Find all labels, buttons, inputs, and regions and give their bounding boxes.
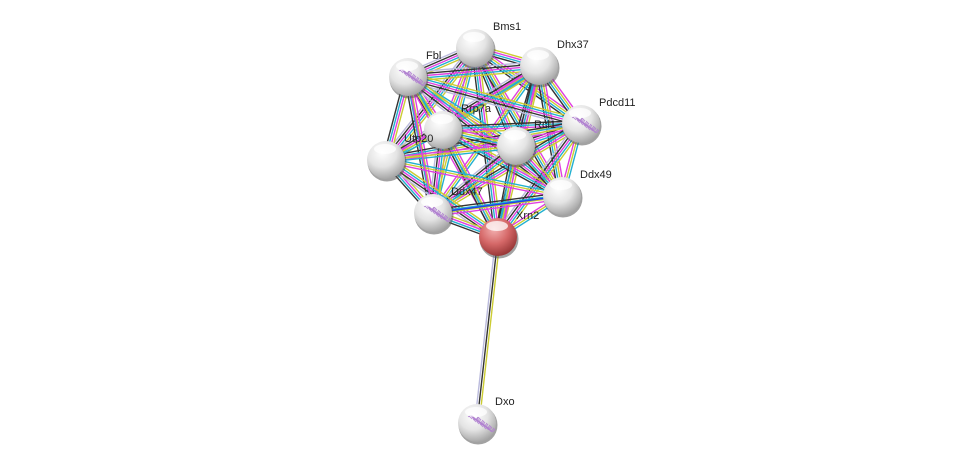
evidence-line-database	[499, 124, 584, 239]
evidence-line-experiments	[385, 161, 562, 199]
evidence-line-coexpression	[432, 192, 562, 211]
node-highlight	[486, 221, 508, 231]
evidence-line-coexpression	[442, 120, 581, 128]
evidence-line-textmining	[385, 145, 517, 161]
node-ddx49[interactable]: Ddx49	[543, 169, 612, 218]
node-highlight	[569, 108, 591, 118]
node-highlight	[431, 114, 453, 124]
evidence-line-homology	[383, 61, 538, 157]
node-ddx47[interactable]: Ddx47	[414, 186, 483, 235]
protein-structure-icon	[571, 116, 600, 134]
evidence-line-experiments	[386, 126, 582, 164]
evidence-line-textmining	[385, 159, 563, 197]
node-bms1[interactable]: Bms1	[456, 21, 521, 70]
node-highlight	[374, 144, 396, 154]
protein-structure-icon	[467, 415, 496, 433]
edge-ddx49-ddx47[interactable]	[432, 192, 563, 217]
node-highlight	[463, 32, 485, 42]
evidence-line-database	[386, 157, 500, 236]
evidence-line-textmining	[434, 126, 584, 217]
edge-ddx47-ddx49[interactable]	[432, 195, 563, 214]
edge-pdcd11-utp20[interactable]	[385, 120, 582, 164]
node-label: Xrn2	[516, 210, 539, 222]
evidence-line-homology	[382, 44, 473, 158]
node-highlight	[465, 407, 487, 417]
evidence-line-database	[442, 122, 581, 130]
edge-fbl-pdcd11[interactable]	[406, 72, 583, 129]
evidence-line-database	[386, 147, 517, 163]
node-label: Pdcd11	[599, 97, 636, 109]
node-highlight	[527, 50, 549, 60]
evidence-line-textmining	[478, 237, 501, 424]
node-dhx37[interactable]: Dhx37	[520, 39, 589, 88]
evidence-line-database	[442, 130, 562, 198]
node-rcl1[interactable]: Rcl1	[497, 119, 556, 168]
edge-utp20-ddx49[interactable]	[385, 157, 563, 199]
evidence-line-textmining	[386, 124, 582, 162]
node-label: Dxo	[495, 396, 515, 408]
evidence-line-textmining	[408, 69, 540, 83]
node-label: Ddx47	[451, 186, 483, 198]
node-label: Ddx49	[580, 169, 612, 181]
node-fbl[interactable]: Fbl	[389, 50, 441, 99]
node-label: Utp20	[404, 133, 433, 145]
evidence-line-experiments	[407, 65, 540, 78]
node-label: Rrp7a	[461, 103, 492, 115]
edge-fbl-ddx47[interactable]	[407, 76, 434, 214]
node-highlight	[504, 130, 526, 140]
evidence-line-coexpression	[441, 132, 561, 200]
node-rrp7a[interactable]: Rrp7a	[424, 103, 492, 152]
nodes-layer: Bms1Dhx37FblPdcd11Rrp7aRcl1Utp20Ddx49Ddx…	[367, 21, 636, 445]
evidence-line-database	[386, 157, 563, 195]
edge-rcl1-utp20[interactable]	[385, 143, 517, 163]
evidence-line-experiments	[433, 198, 563, 217]
evidence-line-database	[408, 74, 582, 123]
node-pdcd11[interactable]: Pdcd11	[562, 97, 636, 146]
evidence-line-textmining	[433, 196, 563, 215]
node-highlight	[421, 197, 443, 207]
node-dxo[interactable]: Dxo	[458, 396, 515, 445]
evidence-line-experiments	[407, 76, 582, 125]
evidence-line-database	[408, 67, 540, 80]
node-label: Bms1	[493, 21, 521, 33]
edge-xrn2-dxo[interactable]	[474, 236, 501, 424]
evidence-line-experiments	[385, 143, 516, 159]
node-highlight	[396, 61, 418, 71]
evidence-line-coexpression	[476, 236, 499, 424]
node-highlight	[550, 180, 572, 190]
evidence-line-textmining	[388, 155, 501, 234]
evidence-line-cooccurrence	[432, 195, 563, 214]
node-label: Fbl	[426, 50, 441, 62]
evidence-line-coexpression	[407, 78, 581, 127]
evidence-line-homology	[474, 236, 497, 423]
evidence-line-database	[432, 194, 562, 213]
evidence-line-textmining	[500, 126, 586, 241]
evidence-line-homology	[406, 80, 581, 129]
node-utp20[interactable]: Utp20	[367, 133, 433, 182]
node-xrn2[interactable]: Xrn2	[479, 210, 539, 259]
evidence-line-database	[385, 122, 581, 160]
evidence-line-textmining	[408, 72, 583, 121]
node-label: Dhx37	[557, 39, 589, 51]
evidence-line-experiments	[407, 76, 434, 214]
node-label: Rcl1	[534, 119, 556, 131]
evidence-line-coexpression	[385, 120, 581, 158]
